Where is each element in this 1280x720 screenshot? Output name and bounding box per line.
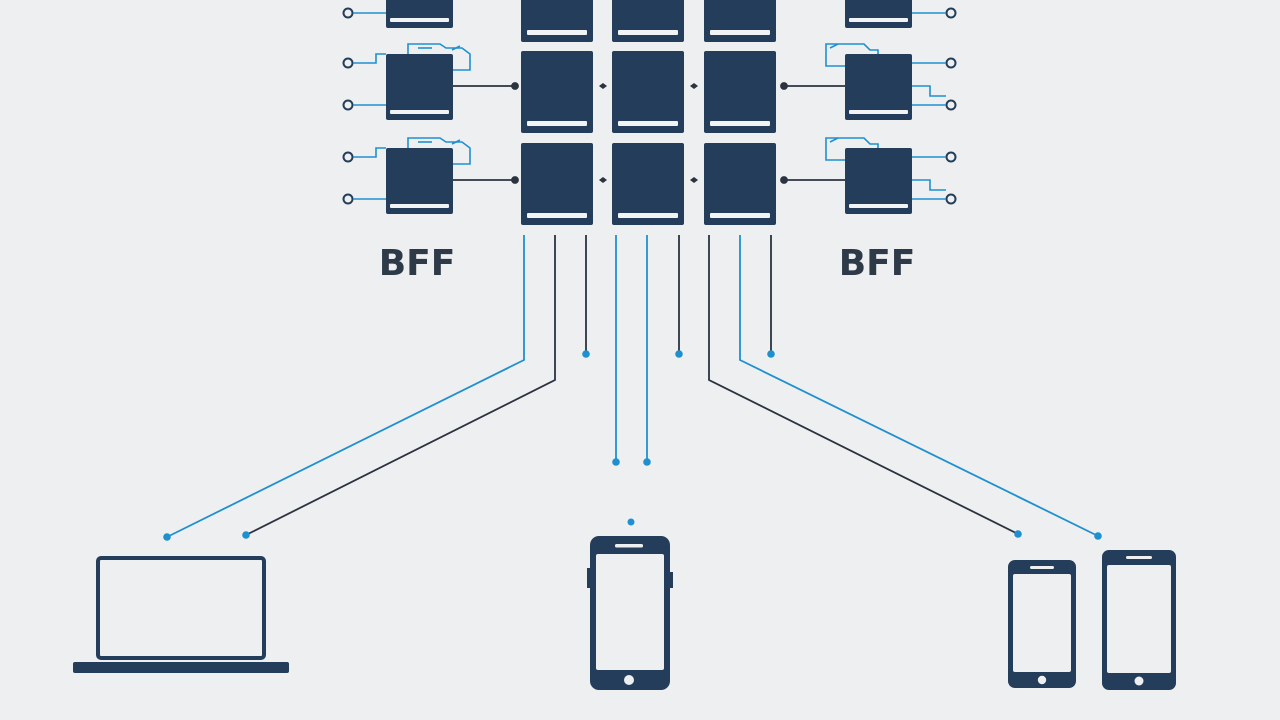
right-bff-box-1 bbox=[845, 0, 912, 28]
smartphone-icon bbox=[587, 536, 673, 690]
right-bff-label: BFF bbox=[839, 243, 916, 284]
service-node bbox=[521, 143, 593, 225]
laptop-icon bbox=[73, 556, 289, 673]
service-node bbox=[704, 0, 776, 42]
service-node bbox=[612, 51, 684, 133]
smartphone-icon bbox=[1102, 550, 1176, 690]
smartphone-icon bbox=[1008, 560, 1076, 688]
left-bff-box-2 bbox=[386, 54, 453, 120]
left-bff-group: BFF bbox=[342, 0, 519, 284]
client-connection-lines bbox=[166, 235, 1099, 538]
left-bff-box-3 bbox=[386, 148, 453, 214]
service-node bbox=[704, 51, 776, 133]
right-to-grid-links bbox=[780, 82, 845, 184]
right-bff-box-3 bbox=[845, 148, 912, 214]
left-to-grid-links bbox=[453, 82, 519, 184]
service-node bbox=[704, 143, 776, 225]
service-node bbox=[521, 51, 593, 133]
left-connectors-3 bbox=[342, 137, 471, 205]
right-bff-box-2 bbox=[845, 54, 912, 120]
right-connector-1 bbox=[912, 7, 957, 19]
center-service-grid bbox=[521, 0, 776, 225]
right-connectors-2 bbox=[825, 43, 957, 111]
left-connector-1 bbox=[342, 7, 386, 19]
left-connectors-2 bbox=[342, 43, 471, 111]
service-node bbox=[612, 143, 684, 225]
grid-connector-dots bbox=[599, 83, 698, 183]
service-node bbox=[612, 0, 684, 42]
connection-endpoints bbox=[163, 350, 1102, 541]
right-connectors-3 bbox=[825, 137, 957, 205]
left-bff-box-1 bbox=[386, 0, 453, 28]
right-bff-group: BFF bbox=[780, 0, 957, 284]
service-node bbox=[521, 0, 593, 42]
left-bff-label: BFF bbox=[379, 243, 456, 284]
